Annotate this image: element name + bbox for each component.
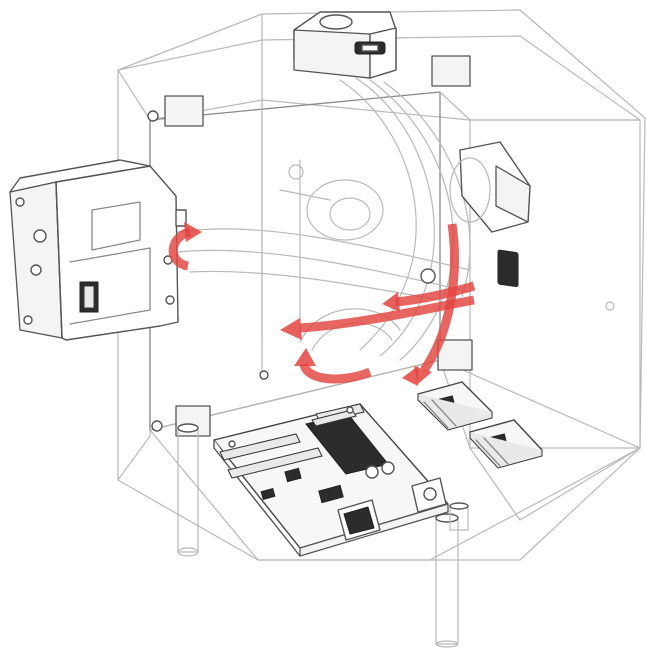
gear-icon — [319, 14, 353, 30]
support-legs — [177, 423, 469, 648]
leg-back-right — [449, 502, 469, 531]
corner-bracket — [164, 95, 204, 127]
stepper-driver-boards — [417, 381, 543, 469]
corner-bracket — [431, 55, 471, 87]
rotation-arrow-bottom — [294, 348, 372, 384]
leg-right — [435, 513, 459, 648]
leg-left — [177, 423, 199, 557]
filament-tubes — [177, 77, 471, 361]
flow-arrow-small — [402, 366, 418, 386]
flow-arrow-down — [414, 223, 459, 384]
microcontroller-board — [213, 403, 449, 557]
nema17-stepper-motor-left — [9, 159, 187, 341]
airflow-arrows — [168, 222, 476, 386]
rotation-arrow-left — [168, 222, 202, 271]
nema17-stepper-motor-right — [449, 141, 531, 288]
top-motor-mount — [293, 11, 397, 79]
flow-arrow-right-up — [382, 281, 476, 312]
corner-bracket — [437, 339, 473, 371]
